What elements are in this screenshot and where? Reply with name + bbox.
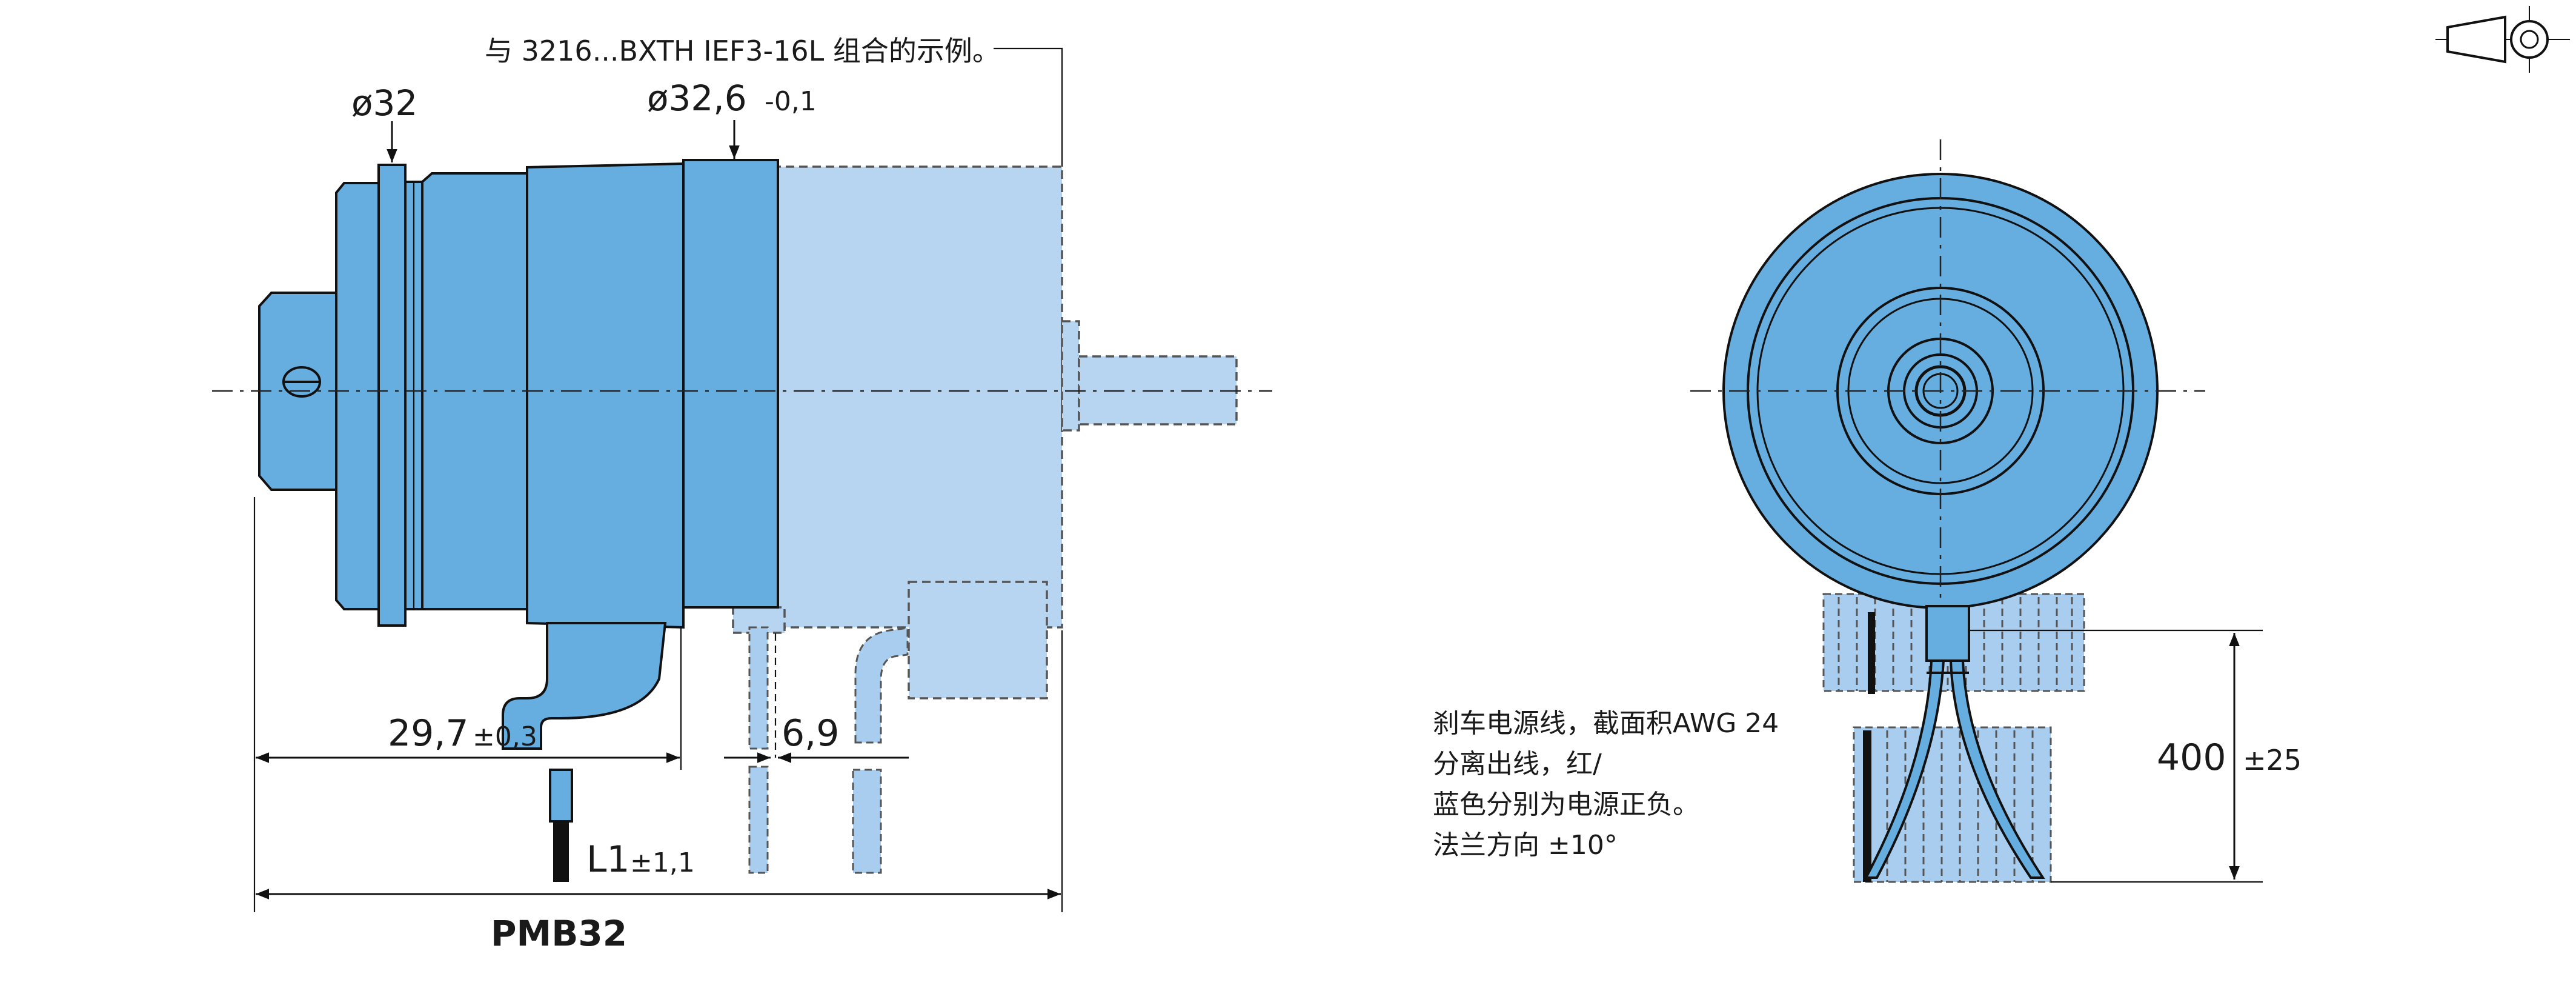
note-top: 与 3216...BXTH IEF3-16L 组合的示例。 <box>485 35 1000 67</box>
wire-right <box>1949 659 2045 879</box>
ghost-lead-2-sleeve <box>852 769 882 874</box>
brake-wire <box>502 622 667 750</box>
wire-note-line4: 法兰方向 ±10° <box>1433 830 1618 861</box>
motor-rear-section <box>335 182 380 610</box>
ghost-lead-1-tip <box>748 766 769 874</box>
dim-400: 400 <box>2157 736 2226 779</box>
wire-note-line2: 分离出线，红/ <box>1433 749 1602 779</box>
ghost-flange <box>1061 320 1080 432</box>
dim-l1: L1 <box>586 838 630 881</box>
set-screw-icon <box>282 366 321 398</box>
brake-wire-sleeve <box>549 769 573 823</box>
ghost-lead-1 <box>748 626 769 750</box>
product-label: PMB32 <box>491 913 627 954</box>
dim-400-tol: ±25 <box>2243 744 2302 776</box>
side-view <box>212 159 1272 882</box>
first-angle-projection-icon <box>2435 6 2570 73</box>
dim-d32: ø32 <box>351 82 417 124</box>
brake-wire-lead <box>553 821 569 882</box>
note-leader <box>994 47 1063 167</box>
dim-d326-tol: -0,1 <box>765 86 817 117</box>
ghost-connector-box <box>908 581 1048 699</box>
wire-note-line1: 刹车电源线，截面积AWG 24 <box>1433 708 1779 739</box>
ghost-gearbox-body <box>771 165 1063 629</box>
motor-body <box>526 162 685 629</box>
wire-left <box>1864 659 1945 879</box>
motor-front-ring <box>682 159 779 609</box>
front-view <box>1690 139 2205 883</box>
dim-d326: ø32,6 <box>647 78 747 119</box>
dim-l1-tol: ±1,1 <box>630 847 695 878</box>
ghost-lead-2 <box>854 627 909 744</box>
front-view-dimensions: 400 ±25 刹车电源线，截面积AWG 24 分离出线，红/ 蓝色分别为电源正… <box>1433 629 2302 883</box>
dim-297-tol: ±0,3 <box>473 721 537 752</box>
dim-297: 29,7 <box>388 712 469 755</box>
side-view-dimensions: 与 3216...BXTH IEF3-16L 组合的示例。 ø32 ø32,6 … <box>253 35 1063 954</box>
wire-note-line3: 蓝色分别为电源正负。 <box>1433 789 1699 820</box>
motor-ring <box>377 164 407 627</box>
dim-69: 6,9 <box>782 712 839 755</box>
wire-exit-block <box>1925 605 1970 662</box>
